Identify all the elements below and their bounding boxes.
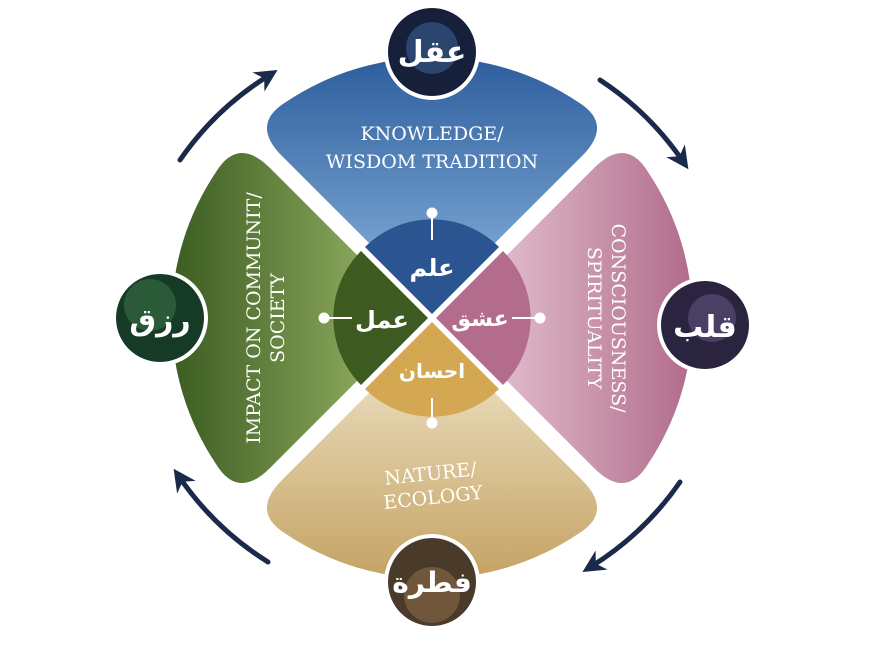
svg-text:فطرة: فطرة [392, 566, 472, 599]
svg-text:رزق: رزق [129, 303, 190, 338]
cycle-arrows [173, 70, 689, 572]
arrow-top-right [597, 77, 689, 170]
arrow-top-left [177, 70, 278, 163]
inner-ishq [436, 251, 531, 385]
inner-label-right: عشق [451, 307, 508, 332]
arrow-bottom-right [582, 479, 683, 572]
inner-label-left: عمل [355, 306, 409, 334]
badge-rizq: رزق [112, 270, 208, 366]
badge-fitrah: فطرة [384, 534, 480, 630]
title-top-line2: WISDOM TRADITION [326, 151, 538, 173]
inner-ilm [365, 219, 499, 314]
badge-qalb: قلب [657, 277, 753, 373]
arrow-bottom-left [173, 468, 271, 565]
title-right-line2: SPIRITUALITY [583, 247, 605, 390]
title-right-line1: CONSCIOUSNESS/ [607, 224, 629, 414]
svg-text:عقل: عقل [398, 35, 467, 70]
pins [318, 207, 546, 429]
inner-ihsan [365, 322, 499, 417]
inner-label-bottom: احسان [399, 359, 465, 383]
title-left-line1: IMPACT ON COMMUNIT/ [243, 192, 265, 444]
title-top-line1: KNOWLEDGE/ [360, 123, 504, 145]
inner-amal [333, 251, 428, 385]
badge-aql: عقل [384, 4, 480, 100]
inner-label-top: علم [409, 254, 454, 282]
title-left-line2: SOCIETY [267, 273, 289, 363]
svg-text:قلب: قلب [673, 310, 737, 345]
